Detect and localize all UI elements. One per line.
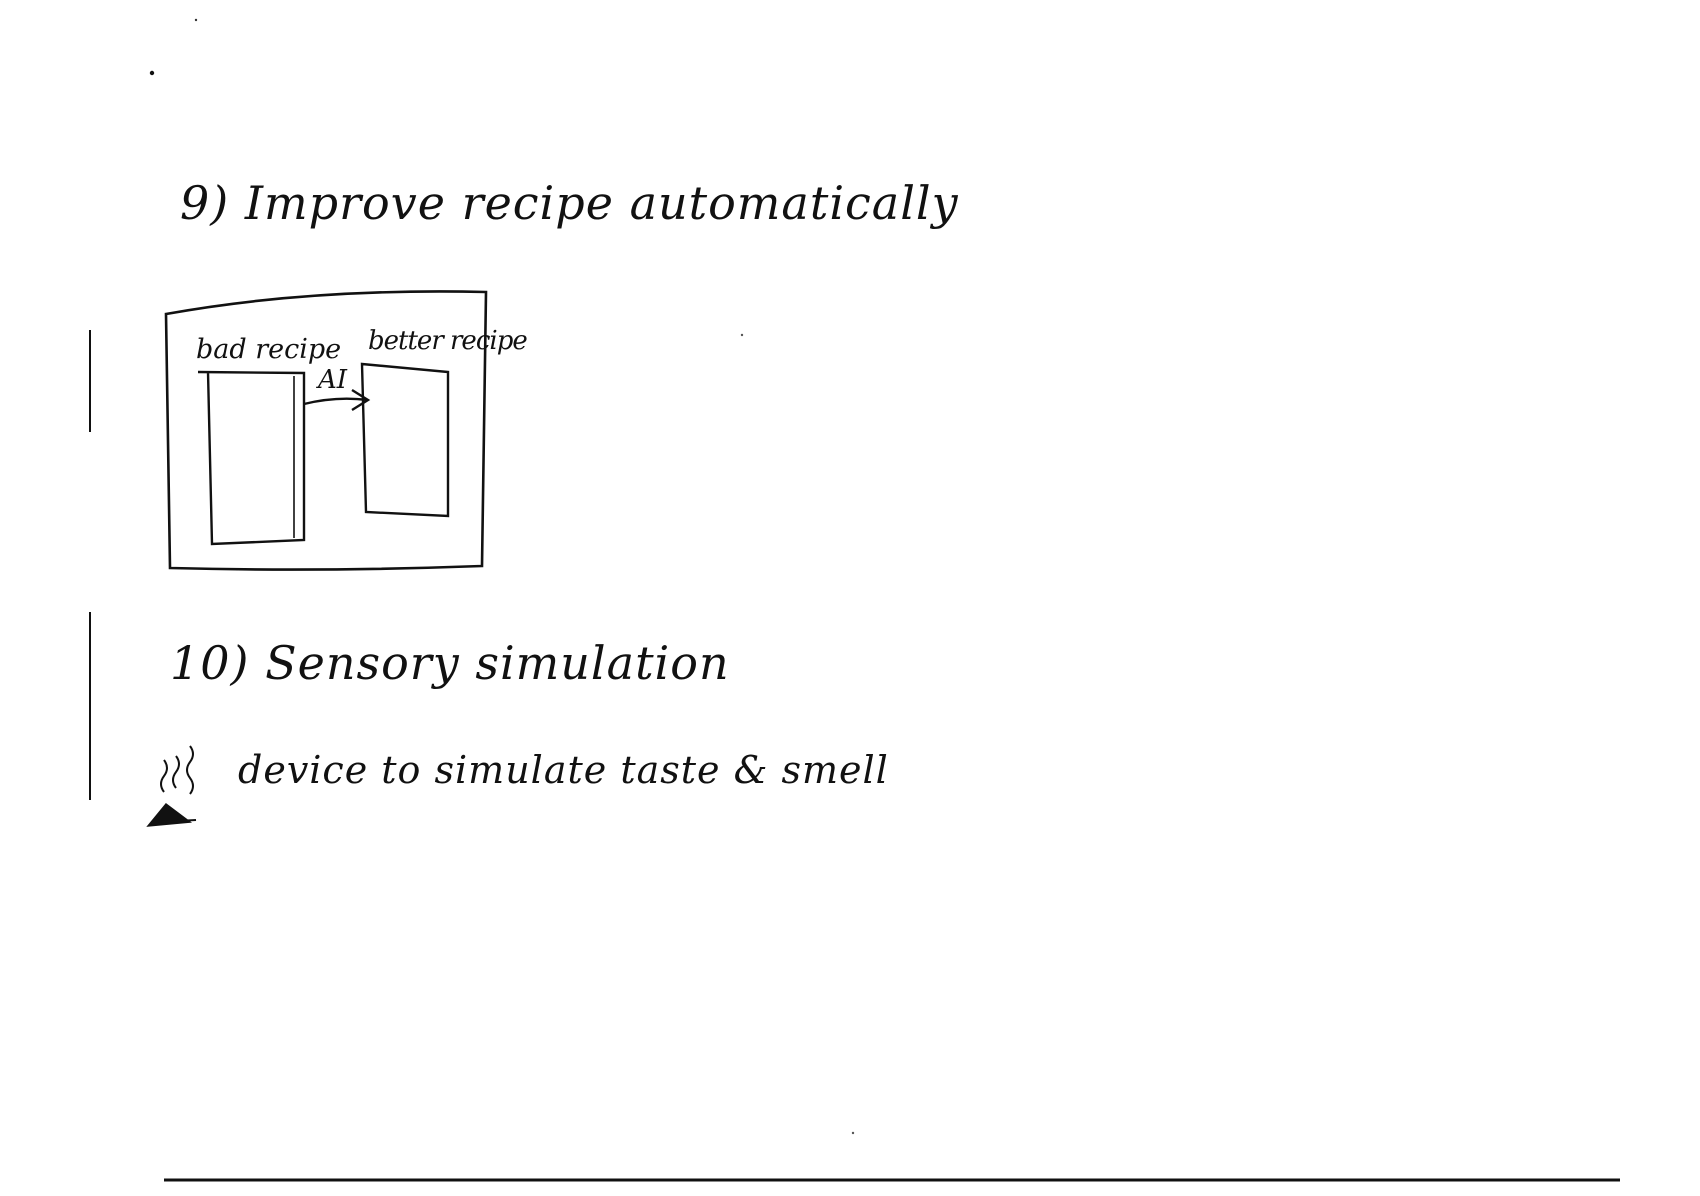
bad-recipe-box	[197, 370, 306, 546]
speck	[194, 18, 198, 22]
better-recipe-box	[360, 362, 450, 518]
speck	[740, 333, 744, 337]
ai-arrow-shaft	[303, 397, 369, 406]
section-10-description: device to simulate taste & smell	[238, 748, 889, 792]
steaming-food-icon	[146, 745, 197, 827]
ai-arrow-label: AI	[318, 365, 348, 395]
section-10-heading: 10) Sensory simulation	[170, 636, 730, 690]
section-9-heading: 9) Improve recipe automatically	[180, 176, 959, 230]
ai-arrow-head	[351, 388, 371, 412]
diagram-outer-frame	[164, 290, 488, 571]
better-recipe-label: better recipe	[368, 326, 528, 356]
speck	[851, 1131, 855, 1135]
bad-recipe-label: bad recipe	[196, 334, 342, 365]
speck	[149, 70, 155, 76]
